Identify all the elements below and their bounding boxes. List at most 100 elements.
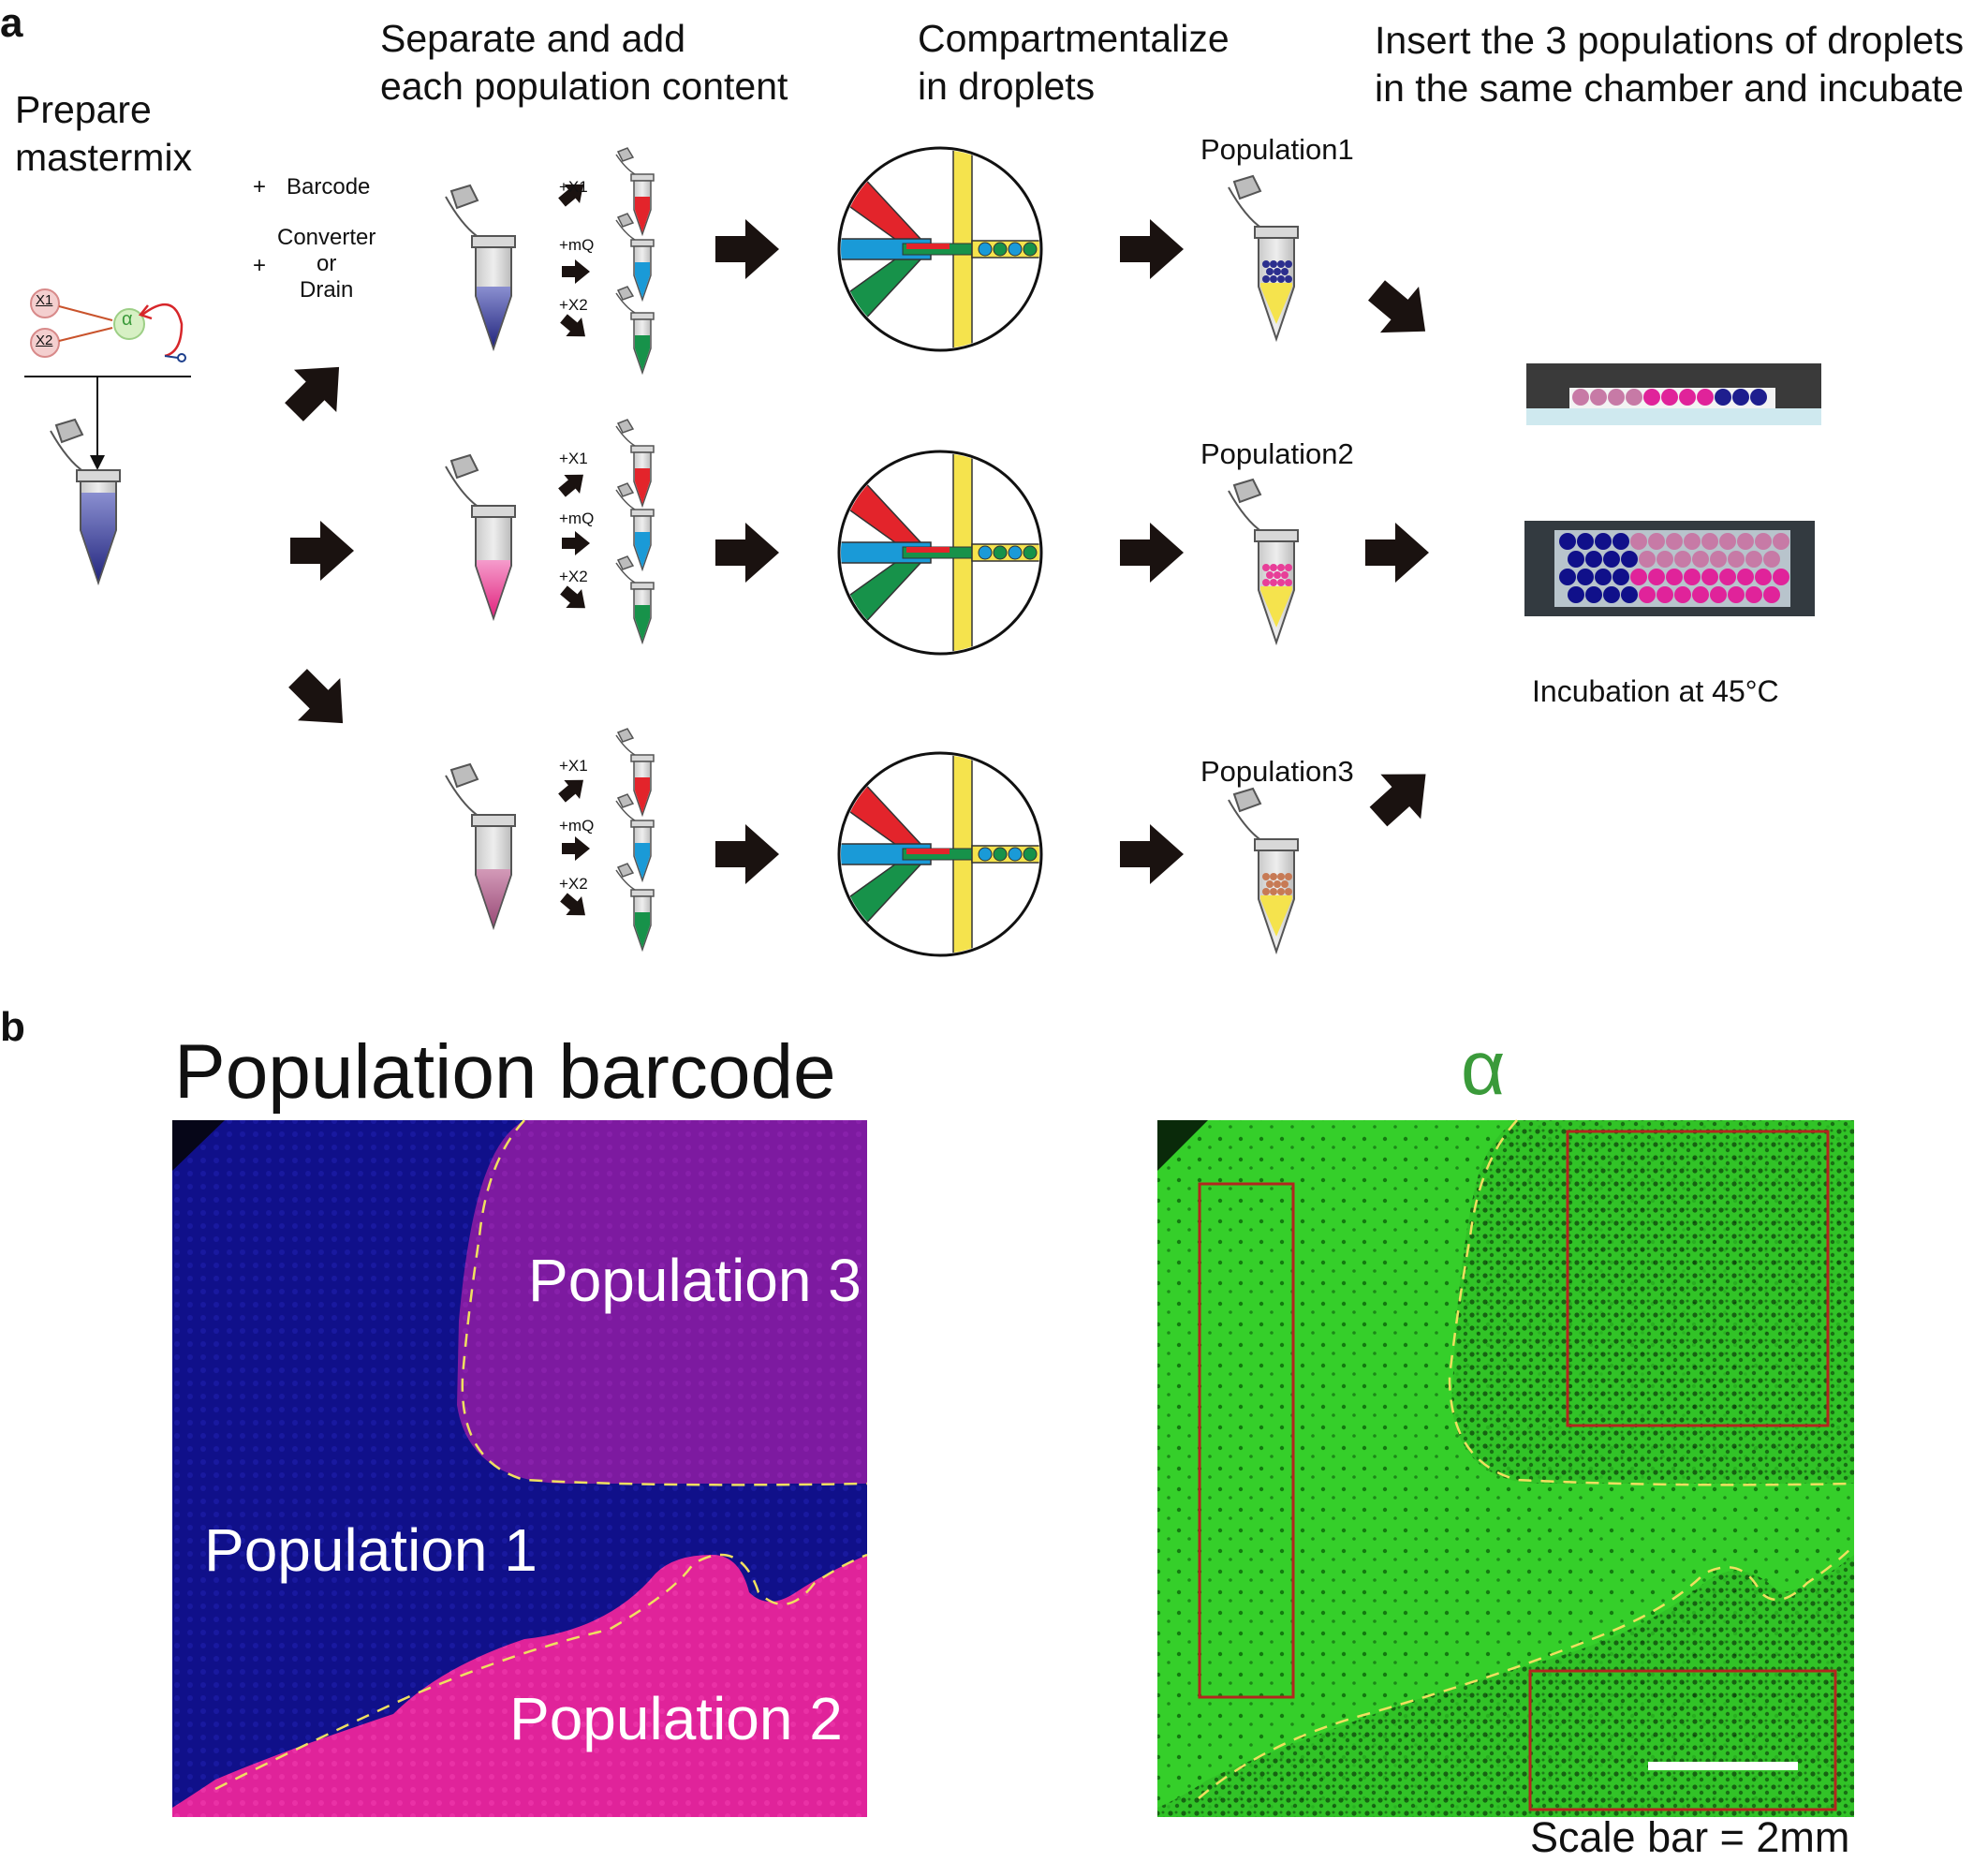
- chamber-droplet: [1773, 569, 1789, 585]
- tube-label-x2-row2: +X2: [559, 568, 588, 585]
- small-tubes-row1: [553, 147, 655, 374]
- network-x1-label: X1: [36, 292, 53, 308]
- alpha-image: [1157, 1119, 1855, 1817]
- barcode-image-title: Population barcode: [174, 1029, 836, 1115]
- chamber-droplet: [1612, 569, 1629, 585]
- population1-tube: [445, 185, 516, 349]
- chamber-droplet: [1585, 551, 1602, 568]
- chamber-droplet: [1773, 533, 1789, 550]
- chamber-droplet: [1577, 533, 1594, 550]
- chamber-droplet: [1763, 586, 1780, 603]
- chamber-droplet: [1630, 569, 1647, 585]
- chamber-droplet: [1745, 586, 1762, 603]
- region-population3-label: Population 3: [528, 1247, 861, 1314]
- chamber-droplet: [1603, 551, 1620, 568]
- chamber-droplet: [1648, 533, 1665, 550]
- population3-label: Population3: [1200, 755, 1354, 788]
- chamber-droplet: [1737, 533, 1754, 550]
- chamber-droplet: [1648, 569, 1665, 585]
- incubation-label: Incubation at 45°C: [1532, 674, 1779, 708]
- chamber-droplet: [1755, 569, 1772, 585]
- chamber-droplet: [1577, 569, 1594, 585]
- chamber-droplet: [1674, 586, 1691, 603]
- step-compartmentalize-label: Compartmentalize in droplets: [918, 17, 1230, 108]
- arrow-to-chip2: [715, 523, 779, 583]
- region-population2-label: Population 2: [509, 1685, 843, 1752]
- population2-tube: [445, 454, 516, 619]
- network-x2-label: X2: [36, 332, 53, 348]
- alpha-image-title: α: [1461, 1026, 1506, 1111]
- tube-label-x2-row3: +X2: [559, 875, 588, 893]
- chamber-droplet: [1710, 586, 1727, 603]
- droplet-chip2: [837, 440, 1047, 665]
- chamber-droplet: [1692, 551, 1709, 568]
- scale-bar: [1648, 1762, 1798, 1770]
- chamber-droplet: [1701, 569, 1718, 585]
- small-tubes-row3: [553, 728, 655, 951]
- step-insert-label: Insert the 3 populations of droplets in …: [1375, 19, 1965, 110]
- chamber-droplet: [1666, 569, 1683, 585]
- tube-label-x1-row3: +X1: [559, 757, 588, 775]
- chamber-droplet: [1674, 551, 1691, 568]
- step-separate-label: Separate and add each population content: [380, 17, 788, 108]
- droplet-tube1: [1228, 175, 1299, 340]
- tube-label-mq-row1: +mQ: [559, 236, 595, 254]
- tube-label-x1-row2: +X1: [559, 450, 588, 467]
- tube-label-x2-row1: +X2: [559, 296, 588, 314]
- scale-bar-label: Scale bar = 2mm: [1530, 1813, 1850, 1861]
- arrow-to-chamber2: [1365, 523, 1429, 583]
- mastermix-tube: [50, 419, 121, 584]
- reaction-network-diagram: [24, 288, 191, 470]
- arrow-to-chamber3: [1358, 751, 1446, 839]
- arrow-to-chip3: [715, 824, 779, 884]
- population1-label: Population1: [1200, 133, 1354, 166]
- chamber-droplet: [1603, 586, 1620, 603]
- arrow-to-droplets1: [1120, 219, 1184, 279]
- panel-b-letter: b: [0, 1004, 25, 1050]
- chamber-droplet: [1737, 569, 1754, 585]
- chamber-droplet: [1719, 569, 1736, 585]
- arrow-down-right: [276, 657, 364, 745]
- chamber-droplet: [1763, 551, 1780, 568]
- chamber-droplet: [1684, 569, 1701, 585]
- chamber-droplet: [1684, 533, 1701, 550]
- chamber-droplet: [1612, 533, 1629, 550]
- barcode-label: Barcode: [287, 174, 371, 200]
- chamber-droplet: [1585, 586, 1602, 603]
- chamber-droplet: [1595, 569, 1612, 585]
- small-tubes-row2: [553, 419, 655, 643]
- arrow-up-right: [272, 346, 361, 434]
- chamber-droplet: [1666, 533, 1683, 550]
- chamber-droplet: [1568, 586, 1584, 603]
- barcode-image: [172, 1119, 868, 1817]
- chamber-droplet: [1657, 551, 1673, 568]
- droplet-tube3: [1228, 788, 1299, 953]
- arrow-to-droplets3: [1120, 824, 1184, 884]
- chamber-droplet: [1710, 551, 1727, 568]
- chamber-droplet: [1692, 586, 1709, 603]
- chamber-droplet: [1639, 586, 1656, 603]
- converter-drain-label: Converter or Drain: [277, 225, 376, 303]
- arrow-to-chip1: [715, 219, 779, 279]
- arrow-right: [290, 521, 354, 581]
- chamber-droplet: [1595, 533, 1612, 550]
- tube-label-mq-row2: +mQ: [559, 510, 595, 527]
- network-alpha-label: α: [122, 309, 133, 330]
- chamber-top-view: [1524, 521, 1815, 616]
- plus-sign-converter: +: [253, 253, 267, 278]
- panel-a-letter: a: [0, 0, 23, 46]
- chamber-droplet: [1728, 586, 1745, 603]
- step-prepare-label: Prepare mastermix: [15, 88, 193, 179]
- chamber-droplet: [1701, 533, 1718, 550]
- population3-tube: [445, 763, 516, 928]
- chamber-droplet: [1568, 551, 1584, 568]
- chamber-droplet: [1728, 551, 1745, 568]
- chamber-droplet: [1639, 551, 1656, 568]
- tube-label-x1-row1: +X1: [559, 178, 588, 196]
- chamber-side-view: [1526, 363, 1821, 425]
- chamber-droplet: [1745, 551, 1762, 568]
- plus-sign-barcode: +: [253, 174, 267, 200]
- chamber-droplet: [1621, 586, 1638, 603]
- chamber-droplet: [1719, 533, 1736, 550]
